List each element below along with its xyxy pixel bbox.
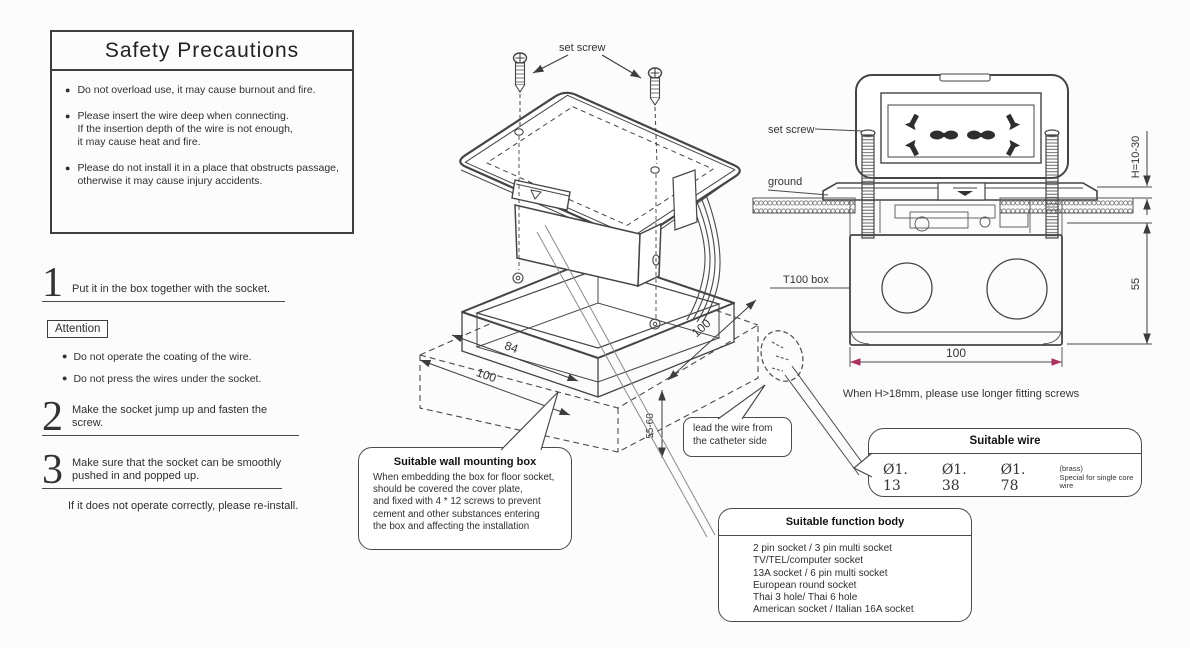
bullet-dot-icon: ● xyxy=(62,351,68,361)
callout-func-title: Suitable function body xyxy=(719,509,971,536)
step-3-text: Make sure that the socket can be smoothl… xyxy=(72,457,282,482)
step-1-text: Put it in the box together with the sock… xyxy=(72,282,271,295)
dim-100-label: 100 xyxy=(475,365,499,385)
step-2: 2 Make the socket jump up and fasten the… xyxy=(42,394,299,440)
dimension-100-left: 100 xyxy=(419,359,571,416)
safety-bullet: ● Please do not install it in a place th… xyxy=(65,162,344,188)
callout-wall-title: Suitable wall mounting box xyxy=(393,456,537,468)
dim-55-label: 55 xyxy=(1130,278,1142,290)
step-3-note: If it does not operate correctly, please… xyxy=(68,500,299,512)
dimension-100-right: 100 xyxy=(667,299,757,381)
set-screw-icon xyxy=(512,52,528,270)
fitting-screws-note: When H>18mm, please use longer fitting s… xyxy=(843,388,1080,400)
wallbox-pointer xyxy=(500,391,559,451)
bullet-dot-icon: ● xyxy=(65,85,71,95)
dimension-84: 84 xyxy=(451,334,579,382)
callout-lead-wire: lead the wire from the catheter side xyxy=(683,417,792,457)
dimension-100: 100 xyxy=(849,346,1063,367)
step-3-number: 3 xyxy=(42,447,63,493)
step-1-number: 1 xyxy=(42,260,63,306)
attention-box: Attention xyxy=(47,320,109,338)
dim-depth-label: 100 xyxy=(689,316,713,340)
func-line: Thai 3 hole/ Thai 6 hole xyxy=(753,592,858,604)
callout-suitable-wire: Suitable wire Ø1. 13 Ø1. 38 Ø1. 78 (bras… xyxy=(868,428,1142,497)
safety-bullet-text: Do not overload use, it may cause burnou… xyxy=(77,84,316,96)
frame-plate xyxy=(822,182,1098,201)
mounting-box xyxy=(461,256,735,398)
blob-leader-lines xyxy=(784,365,867,476)
ground-label: ground xyxy=(768,176,802,188)
cover-plate xyxy=(459,91,741,245)
wire-diameter: Ø1. 13 xyxy=(883,462,908,494)
callout-func-lines: 2 pin socket / 3 pin multi socket TV/TEL… xyxy=(719,536,971,617)
set-screw-icon xyxy=(647,67,663,320)
attention-bullet: ● Do not press the wires under the socke… xyxy=(62,373,261,385)
leadwire-pointer xyxy=(717,384,766,420)
dim-height-label: 55-60 xyxy=(645,413,656,439)
bullet-dot-icon: ● xyxy=(65,111,71,121)
inner-mechanism xyxy=(849,200,1063,235)
safety-body: ● Do not overload use, it may cause burn… xyxy=(52,71,352,188)
wire-sizes-row: Ø1. 13 Ø1. 38 Ø1. 78 (brass) Special for… xyxy=(869,454,1141,494)
func-line: 2 pin socket / 3 pin multi socket xyxy=(753,543,892,554)
attention-bullet-text: Do not operate the coating of the wire. xyxy=(73,351,252,363)
func-line: 13A socket / 6 pin multi socket xyxy=(753,567,888,579)
step-1: 1 Put it in the box together with the so… xyxy=(42,260,285,306)
step-3: 3 Make sure that the socket can be smoot… xyxy=(42,447,282,493)
dim-100-label: 100 xyxy=(946,346,966,360)
lead-wire-text: lead the wire from the catheter side xyxy=(693,423,773,447)
open-lid xyxy=(855,73,1069,179)
wire-diameter: Ø1. 78 xyxy=(1000,462,1026,494)
t100-box xyxy=(849,234,1063,346)
callout-function-body: Suitable function body 2 pin socket / 3 … xyxy=(718,508,972,622)
wires-drawing xyxy=(686,186,721,324)
socket-body xyxy=(511,179,662,288)
dimension-55: 55 xyxy=(1067,222,1152,345)
safety-bullet-text: Please insert the wire deep when connect… xyxy=(77,110,293,148)
safety-precautions-panel: Safety Precautions ● Do not overload use… xyxy=(50,30,354,234)
safety-bullet: ● Please insert the wire deep when conne… xyxy=(65,110,344,149)
callout-wire-title: Suitable wire xyxy=(869,429,1141,454)
ground-hatch xyxy=(752,197,1134,214)
callout-wall-body: When embedding the box for floor socket,… xyxy=(373,472,555,532)
safety-title: Safety Precautions xyxy=(52,32,352,71)
attention-bullet: ● Do not operate the coating of the wire… xyxy=(62,351,251,363)
bullet-dot-icon: ● xyxy=(62,373,68,383)
func-line: TV/TEL/computer socket xyxy=(753,555,864,567)
step-2-text: Make the socket jump up and fasten the s… xyxy=(72,404,268,429)
set-screw-label: set screw xyxy=(559,42,606,54)
bullet-dot-icon: ● xyxy=(65,163,71,173)
dim-84-label: 84 xyxy=(503,338,521,356)
side-labels: set screw ground T100 box When H>18mm, p… xyxy=(767,124,1080,400)
dim-h-label: H=10-30 xyxy=(1130,136,1142,179)
attention-bullet-text: Do not press the wires under the socket. xyxy=(73,373,262,385)
dimension-h: H=10-30 xyxy=(1097,131,1152,215)
set-screw-label: set screw xyxy=(768,124,815,136)
safety-bullet: ● Do not overload use, it may cause burn… xyxy=(65,84,344,97)
wire-bundle-blob xyxy=(760,330,804,382)
dimension-55-60: 55-60 xyxy=(645,390,666,458)
func-line: American socket / Italian 16A socket xyxy=(753,604,914,616)
safety-bullet-text: Please do not install it in a place that… xyxy=(77,162,339,187)
side-view-diagram: set screw ground T100 box When H>18mm, p… xyxy=(752,73,1152,400)
wire-note: (brass) Special for single core wire xyxy=(1059,464,1134,491)
callout-wall-mounting-box: Suitable wall mounting box When embeddin… xyxy=(358,447,572,550)
socket-face-pins xyxy=(904,113,1021,157)
set-screw-label-group: set screw xyxy=(532,42,642,79)
attention-label: Attention xyxy=(55,323,101,335)
step-2-number: 2 xyxy=(42,394,63,440)
wire-diameter: Ø1. 38 xyxy=(941,462,967,494)
t100-box-label: T100 box xyxy=(783,274,829,286)
fitting-screw-icon xyxy=(860,129,1060,239)
func-line: European round socket xyxy=(753,579,857,591)
